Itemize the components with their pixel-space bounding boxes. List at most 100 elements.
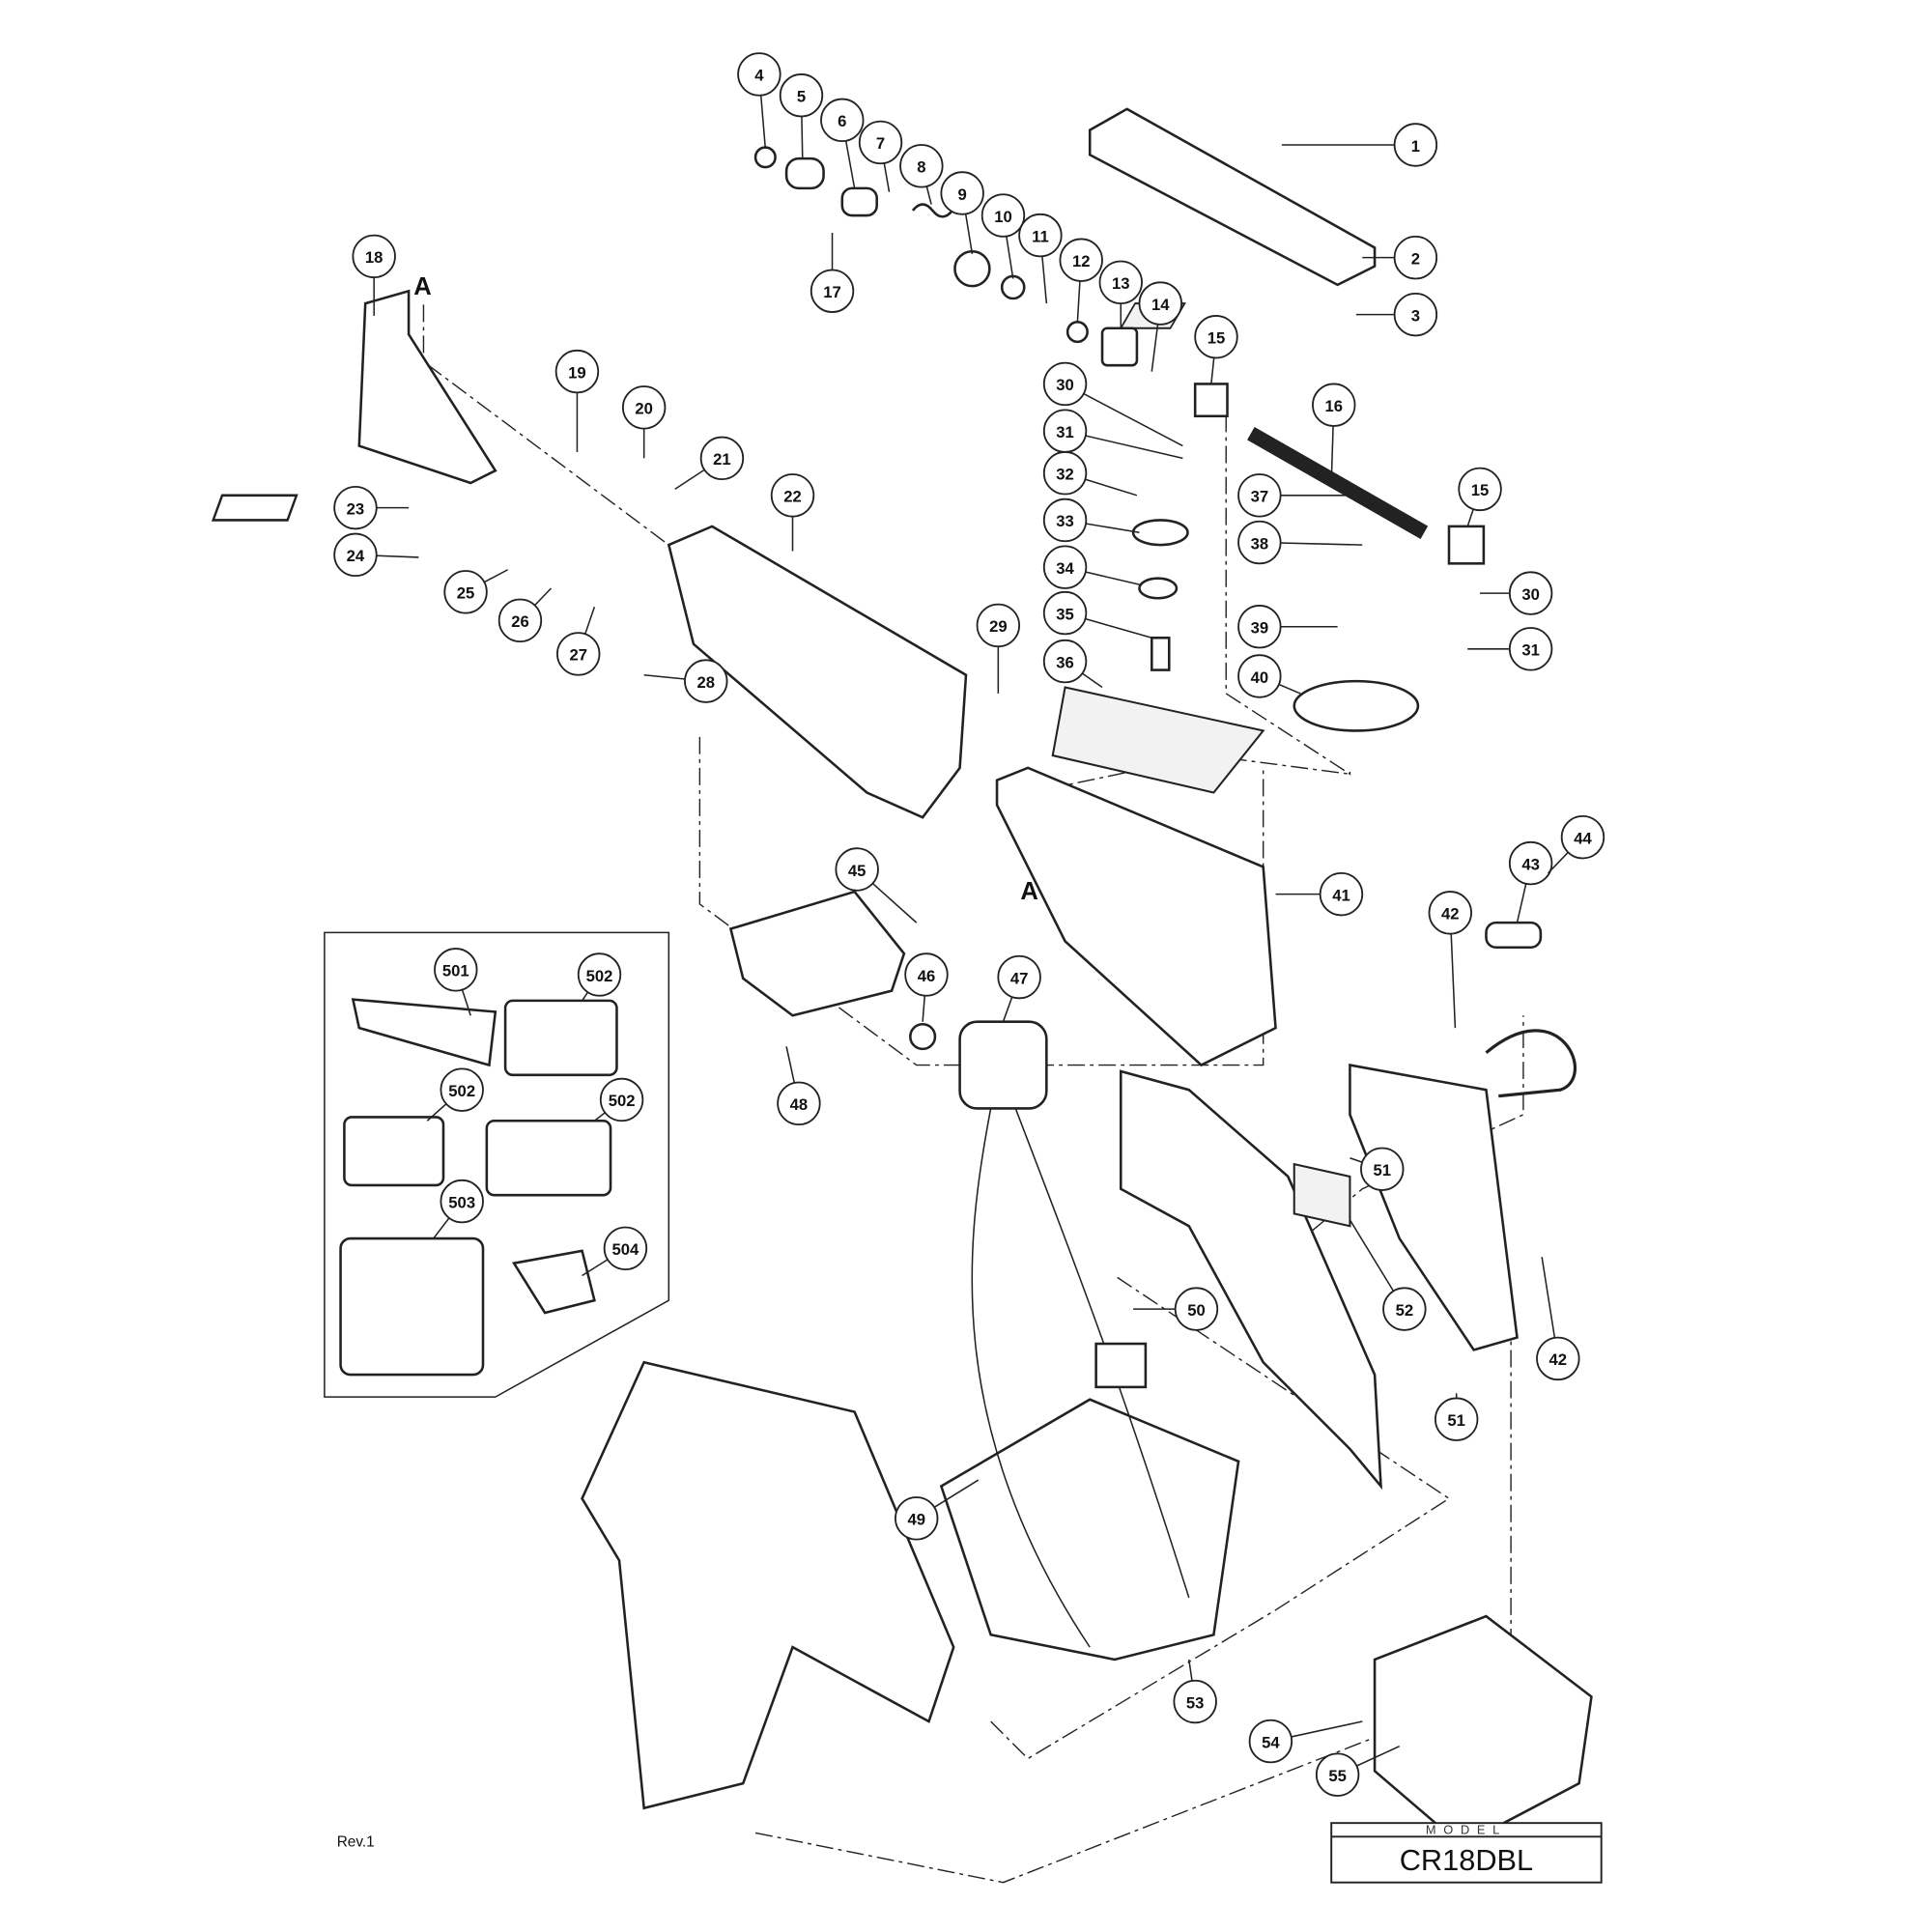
callout-circle [1042,361,1088,407]
part-gasket [1051,686,1265,794]
callout-42: 42 [1536,1257,1580,1381]
callout-number: 30 [1521,585,1540,604]
callout-20: 20 [621,385,667,459]
callout-number: 15 [1208,329,1226,348]
part-washer [1065,321,1089,344]
callout-7: 7 [858,120,903,192]
callout-circle [1042,497,1088,543]
callout-32: 32 [1042,451,1138,497]
callout-number: 50 [1187,1301,1206,1320]
callout-number: 24 [347,547,365,565]
part-flange [1131,519,1189,547]
callout-number: 34 [1056,559,1074,578]
callout-circle [1458,467,1502,512]
callout-number: 27 [569,646,587,665]
part-holder [1100,327,1139,367]
callout-circle [1560,814,1605,860]
callout-number: 33 [1056,512,1074,530]
part-shaft [1247,427,1429,539]
callout-number: 23 [347,499,365,518]
callout-15: 15 [1458,467,1502,527]
callout-circle [1319,871,1364,917]
callout-5: 5 [779,73,824,159]
part-battery [1373,1614,1593,1847]
callout-number: 28 [697,673,716,692]
callout-circle [1098,260,1143,304]
part-armature [728,890,906,1017]
callout-circle [1315,1752,1360,1797]
callout-circle [1237,654,1282,698]
part-hook-accessory [511,1249,596,1315]
callout-circle [980,193,1026,238]
callout-circle [1393,123,1438,167]
part-housing-left [581,1360,955,1810]
callout-502: 502 [426,1067,484,1122]
callout-number: 16 [1325,397,1344,415]
callout-number: 11 [1032,227,1049,245]
callout-26: 26 [497,587,553,643]
callout-38: 38 [1237,520,1363,565]
callout-23: 23 [333,485,410,530]
callout-number: 39 [1251,619,1269,638]
parts [211,107,1593,1847]
part-spindle [1151,636,1171,671]
callout-circle [1059,238,1103,282]
callout-number: 37 [1251,488,1269,506]
callout-circle [1435,1397,1479,1441]
part-block-2 [1447,525,1486,565]
callout-number: 5 [797,87,806,105]
callout-number: 6 [838,112,846,130]
callout-33: 33 [1042,497,1140,543]
callout-25: 25 [443,569,509,614]
callout-number: 55 [1328,1767,1347,1785]
callout-number: 10 [994,208,1012,226]
part-plate [211,494,298,522]
callout-number: 31 [1521,641,1540,660]
part-bushing [784,156,825,190]
callout-30: 30 [1480,571,1553,615]
callout-number: 502 [448,1082,475,1100]
callout-number: 48 [790,1095,809,1114]
callout-number: 31 [1056,423,1074,441]
callout-13: 13 [1098,260,1143,328]
callout-number: 3 [1411,306,1420,325]
part-hook-holder [1485,921,1543,950]
callout-circle [1360,1147,1405,1191]
part-label-2 [1293,1162,1351,1228]
callout-22: 22 [770,473,815,552]
accessory-frame [324,931,670,1398]
callouts: 1234567891011121314151615171819202122232… [333,52,1605,1797]
part-bearing [953,249,991,288]
callout-number: 51 [1374,1161,1392,1179]
callout-44: 44 [1548,814,1605,874]
part-cover [1088,107,1377,287]
callout-number: 14 [1151,296,1170,314]
callout-41: 41 [1275,871,1364,917]
callout-circle [699,436,745,481]
callout-51: 51 [1435,1393,1479,1441]
callout-number: 12 [1072,252,1091,270]
callout-circle [440,1067,484,1112]
part-guide-shoe [357,289,497,485]
leader-line [1065,383,1183,447]
callout-circle [1237,520,1282,565]
callout-circle [770,473,815,518]
callout-circle [940,171,984,215]
callout-34: 34 [1042,545,1140,589]
callout-circle [1237,473,1282,518]
part-block [1193,383,1229,418]
callout-circle [997,954,1041,1000]
callout-circle [684,659,728,703]
callout-4: 4 [737,52,781,149]
callout-31: 31 [1042,409,1183,460]
callout-12: 12 [1059,238,1103,323]
callout-circle [352,234,396,279]
callout-circle [904,952,949,997]
callout-number: 47 [1010,969,1029,987]
callout-circle [895,1496,939,1541]
callout-circle [777,1081,821,1125]
part-saw-blade [351,998,497,1067]
callout-502: 502 [577,952,622,1002]
callout-number: 501 [442,962,469,980]
